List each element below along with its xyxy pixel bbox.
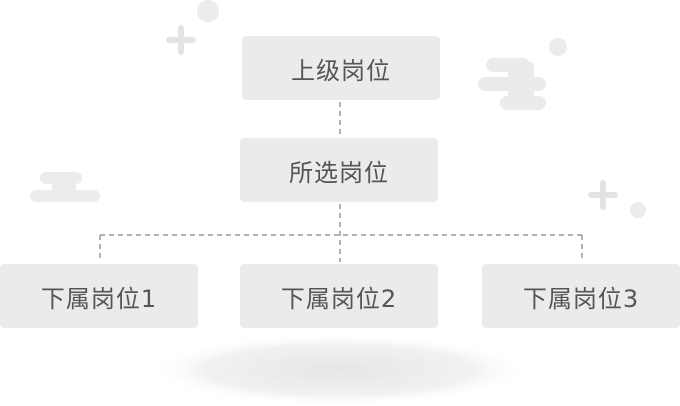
selected-position-label: 所选岗位 (289, 158, 389, 187)
parent-position-label: 上级岗位 (291, 56, 391, 85)
circle-dot-icon (197, 0, 219, 22)
subordinate-position-node-2: 下属岗位2 (240, 264, 438, 328)
circle-dot-icon (630, 202, 646, 218)
subordinate-position-label: 下属岗位1 (40, 284, 158, 313)
cloud-icon (30, 172, 100, 202)
cloud-icon (478, 58, 546, 110)
plus-icon (588, 180, 618, 210)
ground-shadow (148, 334, 528, 406)
subordinate-position-node-3: 下属岗位3 (482, 264, 680, 328)
subordinate-position-label: 下属岗位3 (522, 284, 640, 313)
subordinate-position-node-1: 下属岗位1 (0, 264, 198, 328)
selected-position-node: 所选岗位 (240, 138, 438, 202)
parent-position-node: 上级岗位 (242, 36, 440, 100)
plus-icon (166, 25, 196, 55)
subordinate-position-label: 下属岗位2 (280, 284, 398, 313)
circle-dot-icon (549, 38, 567, 56)
